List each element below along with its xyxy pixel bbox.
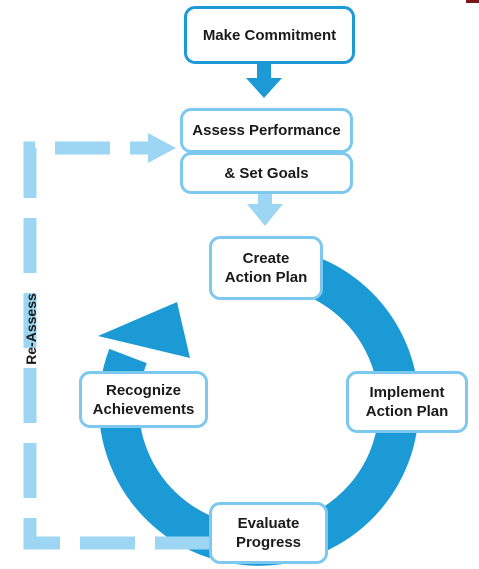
commitment-arrowhead <box>246 78 282 98</box>
assess-performance-box: Assess Performance <box>180 108 353 153</box>
assess-performance-label: Assess Performance <box>192 122 341 139</box>
reassess-label-wrap: Re-Assess <box>10 243 52 415</box>
recognize-achievements-box: Recognize Achievements <box>79 371 208 428</box>
set-goals-box: & Set Goals <box>180 152 353 194</box>
goals-arrow-shaft <box>258 194 272 206</box>
create-action-plan-box: Create Action Plan <box>209 236 323 300</box>
reassess-dashed-path <box>23 141 210 550</box>
reassess-loop <box>23 133 210 550</box>
implement-action-plan-label: Implement Action Plan <box>365 384 449 420</box>
make-commitment-box: Make Commitment <box>184 6 355 64</box>
reassess-label: Re-Assess <box>23 293 40 365</box>
cycle-arrowhead <box>98 302 190 358</box>
recognize-achievements-label: Recognize Achievements <box>92 381 195 418</box>
make-commitment-label: Make Commitment <box>202 26 337 44</box>
create-action-plan-label: Create Action Plan <box>224 250 308 286</box>
set-goals-label: & Set Goals <box>224 164 309 182</box>
reassess-arrowhead <box>148 133 176 163</box>
evaluate-progress-label: Evaluate Progress <box>235 515 302 551</box>
commitment-arrow-shaft <box>257 63 271 80</box>
implement-action-plan-box: Implement Action Plan <box>346 371 468 433</box>
corner-mark <box>466 0 479 3</box>
evaluate-progress-box: Evaluate Progress <box>209 502 328 564</box>
goals-arrowhead <box>247 204 283 226</box>
